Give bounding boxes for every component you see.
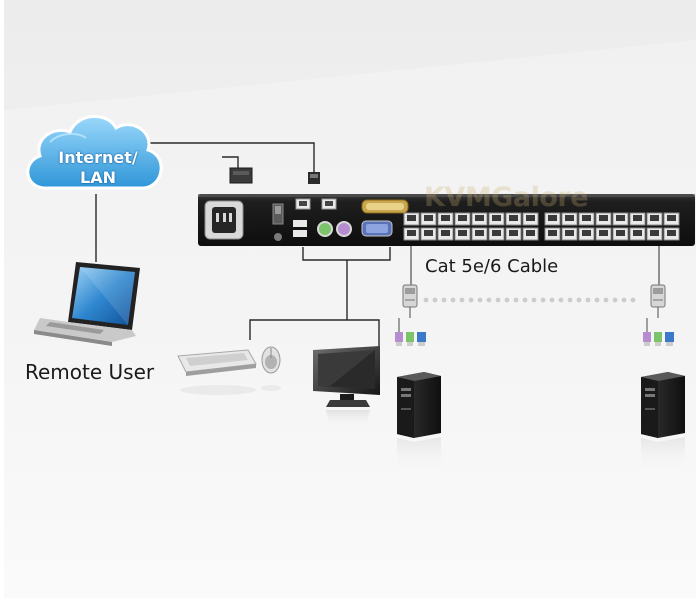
cloud-label-line1: Internet/ <box>58 148 138 167</box>
monitor-icon <box>313 346 380 430</box>
rj45-port-10 <box>420 227 437 241</box>
remote-user-label: Remote User <box>25 360 155 384</box>
rj45-port-18 <box>561 212 578 226</box>
connector-dot <box>630 297 636 303</box>
connector-dot <box>567 297 573 303</box>
connector-dot <box>459 297 465 303</box>
rj45-port-31 <box>646 227 663 241</box>
connector-dot <box>495 297 501 303</box>
rj45-port-12 <box>454 227 471 241</box>
rj45-port-28 <box>595 227 612 241</box>
rj45-port-7 <box>505 212 522 226</box>
cloud-icon <box>26 115 163 190</box>
rj45-port-2 <box>420 212 437 226</box>
rj45-port-20 <box>595 212 612 226</box>
rj45-port-19 <box>578 212 595 226</box>
kvm-adapter-2 <box>643 284 674 346</box>
rj45-port-30 <box>629 227 646 241</box>
connector-dot <box>477 297 483 303</box>
rj45-port-3 <box>437 212 454 226</box>
mouse-icon <box>261 346 281 391</box>
cable-label: Cat 5e/6 Cable <box>425 256 559 277</box>
cloud-label-line2: LAN <box>80 168 116 187</box>
connector-dot <box>621 297 627 303</box>
connector-dot <box>486 297 492 303</box>
connection-lines <box>95 142 391 348</box>
connector-dot <box>441 297 447 303</box>
connector-dot <box>522 297 528 303</box>
rj45-port-9 <box>403 227 420 241</box>
kvm-adapter-1 <box>395 284 426 346</box>
laptop-icon <box>34 262 140 346</box>
computer-tower-1 <box>397 372 441 475</box>
connector-dot <box>423 297 429 303</box>
rj45-port-1 <box>403 212 420 226</box>
console-devices-line <box>249 319 380 348</box>
rj45-port-26 <box>561 227 578 241</box>
rj45-port-6 <box>488 212 505 226</box>
rj45-port-27 <box>578 227 595 241</box>
rj45-port-8 <box>522 212 539 226</box>
rj45-port-29 <box>612 227 629 241</box>
rj45-port-17 <box>544 212 561 226</box>
rj45-port-15 <box>505 227 522 241</box>
kvm-port-group-1 <box>403 212 539 241</box>
rj45-port-5 <box>471 212 488 226</box>
connector-dot <box>540 297 546 303</box>
kvm-port-group-2 <box>544 212 680 241</box>
connector-dot <box>450 297 456 303</box>
rj45-port-23 <box>646 212 663 226</box>
connector-dot <box>603 297 609 303</box>
connector-dot <box>504 297 510 303</box>
connector-dot <box>558 297 564 303</box>
power-plug-icon <box>229 167 253 184</box>
connector-dot <box>531 297 537 303</box>
rj45-port-21 <box>612 212 629 226</box>
lan-line <box>142 142 315 172</box>
connector-dot <box>585 297 591 303</box>
connector-dot <box>549 297 555 303</box>
computer-tower-2 <box>641 372 685 475</box>
rj45-port-22 <box>629 212 646 226</box>
rj45-port-32 <box>663 227 680 241</box>
rj45-port-16 <box>522 227 539 241</box>
connector-dot <box>468 297 474 303</box>
connector-dot <box>432 297 438 303</box>
rj45-port-13 <box>471 227 488 241</box>
cat5-cables <box>410 246 660 285</box>
rj45-port-24 <box>663 212 680 226</box>
kvmgalore-watermark: KVMGalore <box>424 182 589 213</box>
connector-dot <box>594 297 600 303</box>
keyboard-icon <box>177 349 257 395</box>
cloud-label: Internet/ LAN <box>52 148 144 188</box>
connector-dot <box>576 297 582 303</box>
rj45-port-25 <box>544 227 561 241</box>
rj45-port-4 <box>454 212 471 226</box>
connector-dot <box>612 297 618 303</box>
network-plug-icon <box>308 172 320 184</box>
connector-dot <box>513 297 519 303</box>
rj45-port-14 <box>488 227 505 241</box>
dotted-connector <box>423 297 636 303</box>
rj45-port-11 <box>437 227 454 241</box>
